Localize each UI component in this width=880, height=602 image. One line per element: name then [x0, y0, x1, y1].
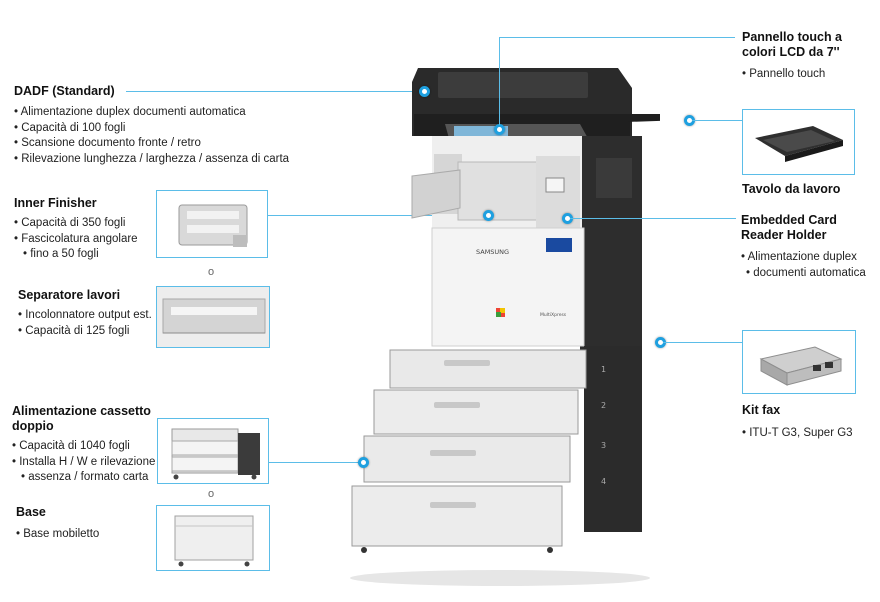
card-reader-title-2: Reader Holder: [741, 228, 827, 242]
separatore-image: [156, 286, 270, 348]
printer-illustration: SAMSUNG MultiXpress 1 2 3 4: [350, 68, 660, 586]
cassetto-item: Capacità di 1040 fogli: [12, 439, 155, 455]
separatore-item: Incolonnatore output est.: [18, 308, 152, 324]
card-reader-connector: [570, 218, 736, 219]
fax-title: Kit fax: [742, 403, 781, 417]
dadf-connector: [126, 91, 422, 92]
base-image: [156, 505, 270, 571]
fax-item: ITU-T G3, Super G3: [742, 426, 852, 442]
pannello-item: Pannello touch: [742, 67, 842, 83]
tavolo-connector: [692, 120, 742, 121]
pannello-section: Pannello touch a colori LCD da 7'' Panne…: [742, 30, 842, 83]
separatore-title: Separatore lavori: [18, 288, 121, 302]
pannello-title-2: colori LCD da 7'': [742, 45, 840, 59]
card-reader-item-cont: documenti automatica: [741, 266, 866, 282]
inner-finisher-illustration: [178, 204, 248, 247]
or-label: o: [208, 266, 215, 278]
fax-illustration: [759, 346, 843, 386]
cassetto-item: Installa H / W e rilevazione: [12, 455, 155, 471]
base-illustration: [174, 515, 254, 567]
inner-finisher-title: Inner Finisher: [14, 196, 97, 210]
separatore-section: Separatore lavori Incolonnatore output e…: [18, 288, 152, 339]
base-item: Base mobiletto: [16, 527, 99, 543]
separatore-illustration: [157, 287, 269, 347]
dadf-item: Rilevazione lunghezza / larghezza / asse…: [14, 152, 414, 168]
fax-image: [742, 330, 856, 394]
drawer-1: [389, 349, 587, 389]
tray-number: 3: [601, 441, 606, 450]
dadf-title: DADF (Standard): [14, 84, 115, 98]
cassetto-item-cont: assenza / formato carta: [12, 470, 155, 486]
tavolo-image: [742, 109, 855, 175]
dadf-item: Scansione documento fronte / retro: [14, 136, 414, 152]
dadf-section: DADF (Standard) Alimentazione duplex doc…: [14, 84, 414, 167]
card-reader-item: Alimentazione duplex: [741, 250, 866, 266]
separatore-item: Capacità di 125 fogli: [18, 324, 152, 340]
cassetto-illustration: [171, 428, 260, 480]
card-reader-title-1: Embedded Card: [741, 213, 837, 227]
inner-finisher-connector: [268, 215, 488, 216]
cassetto-connector: [269, 462, 361, 463]
or-label: o: [208, 488, 215, 500]
printer-model: MultiXpress: [540, 312, 567, 318]
inner-finisher-item: Capacità di 350 fogli: [14, 216, 138, 232]
base-title: Base: [16, 505, 46, 519]
cassetto-title-1: Alimentazione cassetto: [12, 404, 151, 418]
card-reader-section: Embedded Card Reader Holder Alimentazion…: [741, 213, 866, 281]
base-section: Base Base mobiletto: [16, 505, 99, 543]
pannello-connector-h: [499, 37, 735, 38]
hotspot-dadf[interactable]: [419, 86, 430, 97]
cassetto-section: Alimentazione cassetto doppio Capacità d…: [12, 404, 155, 486]
dadf-item: Capacità di 100 fogli: [14, 121, 414, 137]
pannello-title-1: Pannello touch a: [742, 30, 843, 44]
inner-finisher-section: Inner Finisher Capacità di 350 fogli Fas…: [14, 196, 138, 263]
tray-number: 4: [601, 477, 606, 486]
printer-brand: SAMSUNG: [476, 248, 509, 256]
hotspot-pannello[interactable]: [494, 124, 505, 135]
tray-number: 2: [601, 401, 606, 410]
drawer-2: [373, 389, 579, 435]
drawer-4: [351, 485, 563, 547]
cassetto-image: [157, 418, 269, 484]
pannello-connector-v: [499, 37, 500, 125]
inner-finisher-image: [156, 190, 268, 258]
drawer-3: [363, 435, 571, 483]
tavolo-title: Tavolo da lavoro: [742, 182, 841, 196]
tray-number: 1: [601, 365, 606, 374]
dadf-item: Alimentazione duplex documenti automatic…: [14, 105, 414, 121]
hotspot-inner-finisher[interactable]: [483, 210, 494, 221]
tavolo-illustration: [755, 126, 843, 162]
cassetto-title-2: doppio: [12, 419, 54, 433]
fax-connector: [663, 342, 743, 343]
hotspot-cassetto[interactable]: [358, 457, 369, 468]
inner-finisher-item: Fascicolatura angolare: [14, 232, 137, 248]
inner-finisher-item-cont: fino a 50 fogli: [14, 247, 138, 263]
fax-section: Kit fax ITU-T G3, Super G3: [742, 403, 853, 442]
